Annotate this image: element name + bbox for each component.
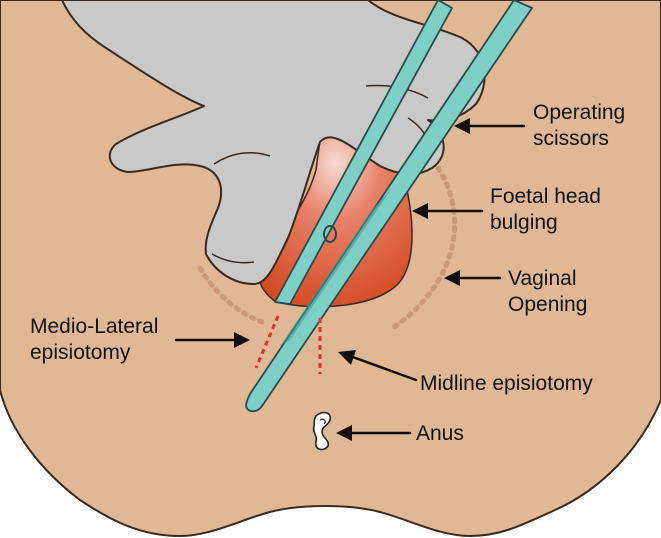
- scissors-pivot: [323, 225, 337, 243]
- arrowhead: [338, 350, 356, 365]
- label-line: episiotomy: [30, 341, 131, 364]
- label-line: Operating: [533, 101, 626, 124]
- glove-crease: [211, 253, 255, 264]
- label-medio-lateral: Medio-Lateral episiotomy: [30, 314, 158, 366]
- label-anus: Anus: [416, 422, 464, 445]
- label-line: Medio-Lateral: [30, 315, 159, 338]
- arrow-midline: [348, 354, 418, 382]
- label-line: Vaginal: [508, 267, 577, 290]
- scissors-icon: [245, 0, 533, 413]
- label-line: scissors: [533, 127, 609, 150]
- vaginal-opening-right-arc: [387, 165, 458, 333]
- anus-symbol-icon: [312, 411, 332, 451]
- label-foetal-head: Foetal head bulging: [490, 184, 601, 236]
- scissors-blade: [274, 0, 453, 305]
- medio-lateral-cut-line: [254, 315, 280, 369]
- label-vaginal-opening: Vaginal Opening: [508, 266, 587, 318]
- label-midline: Midline episiotomy: [420, 372, 593, 395]
- arrowhead: [412, 203, 428, 219]
- arrowhead: [444, 270, 460, 286]
- arrowhead: [234, 332, 250, 348]
- label-operating-scissors: Operating scissors: [533, 100, 625, 152]
- vaginal-opening-left-arc: [197, 265, 265, 325]
- glove-crease: [213, 151, 271, 165]
- label-line: Foetal head: [490, 185, 601, 208]
- label-line: bulging: [490, 211, 558, 234]
- label-line: Opening: [508, 293, 588, 316]
- scissors-shading: [280, 188, 392, 346]
- arrowhead: [336, 425, 352, 441]
- arrowhead: [454, 118, 470, 134]
